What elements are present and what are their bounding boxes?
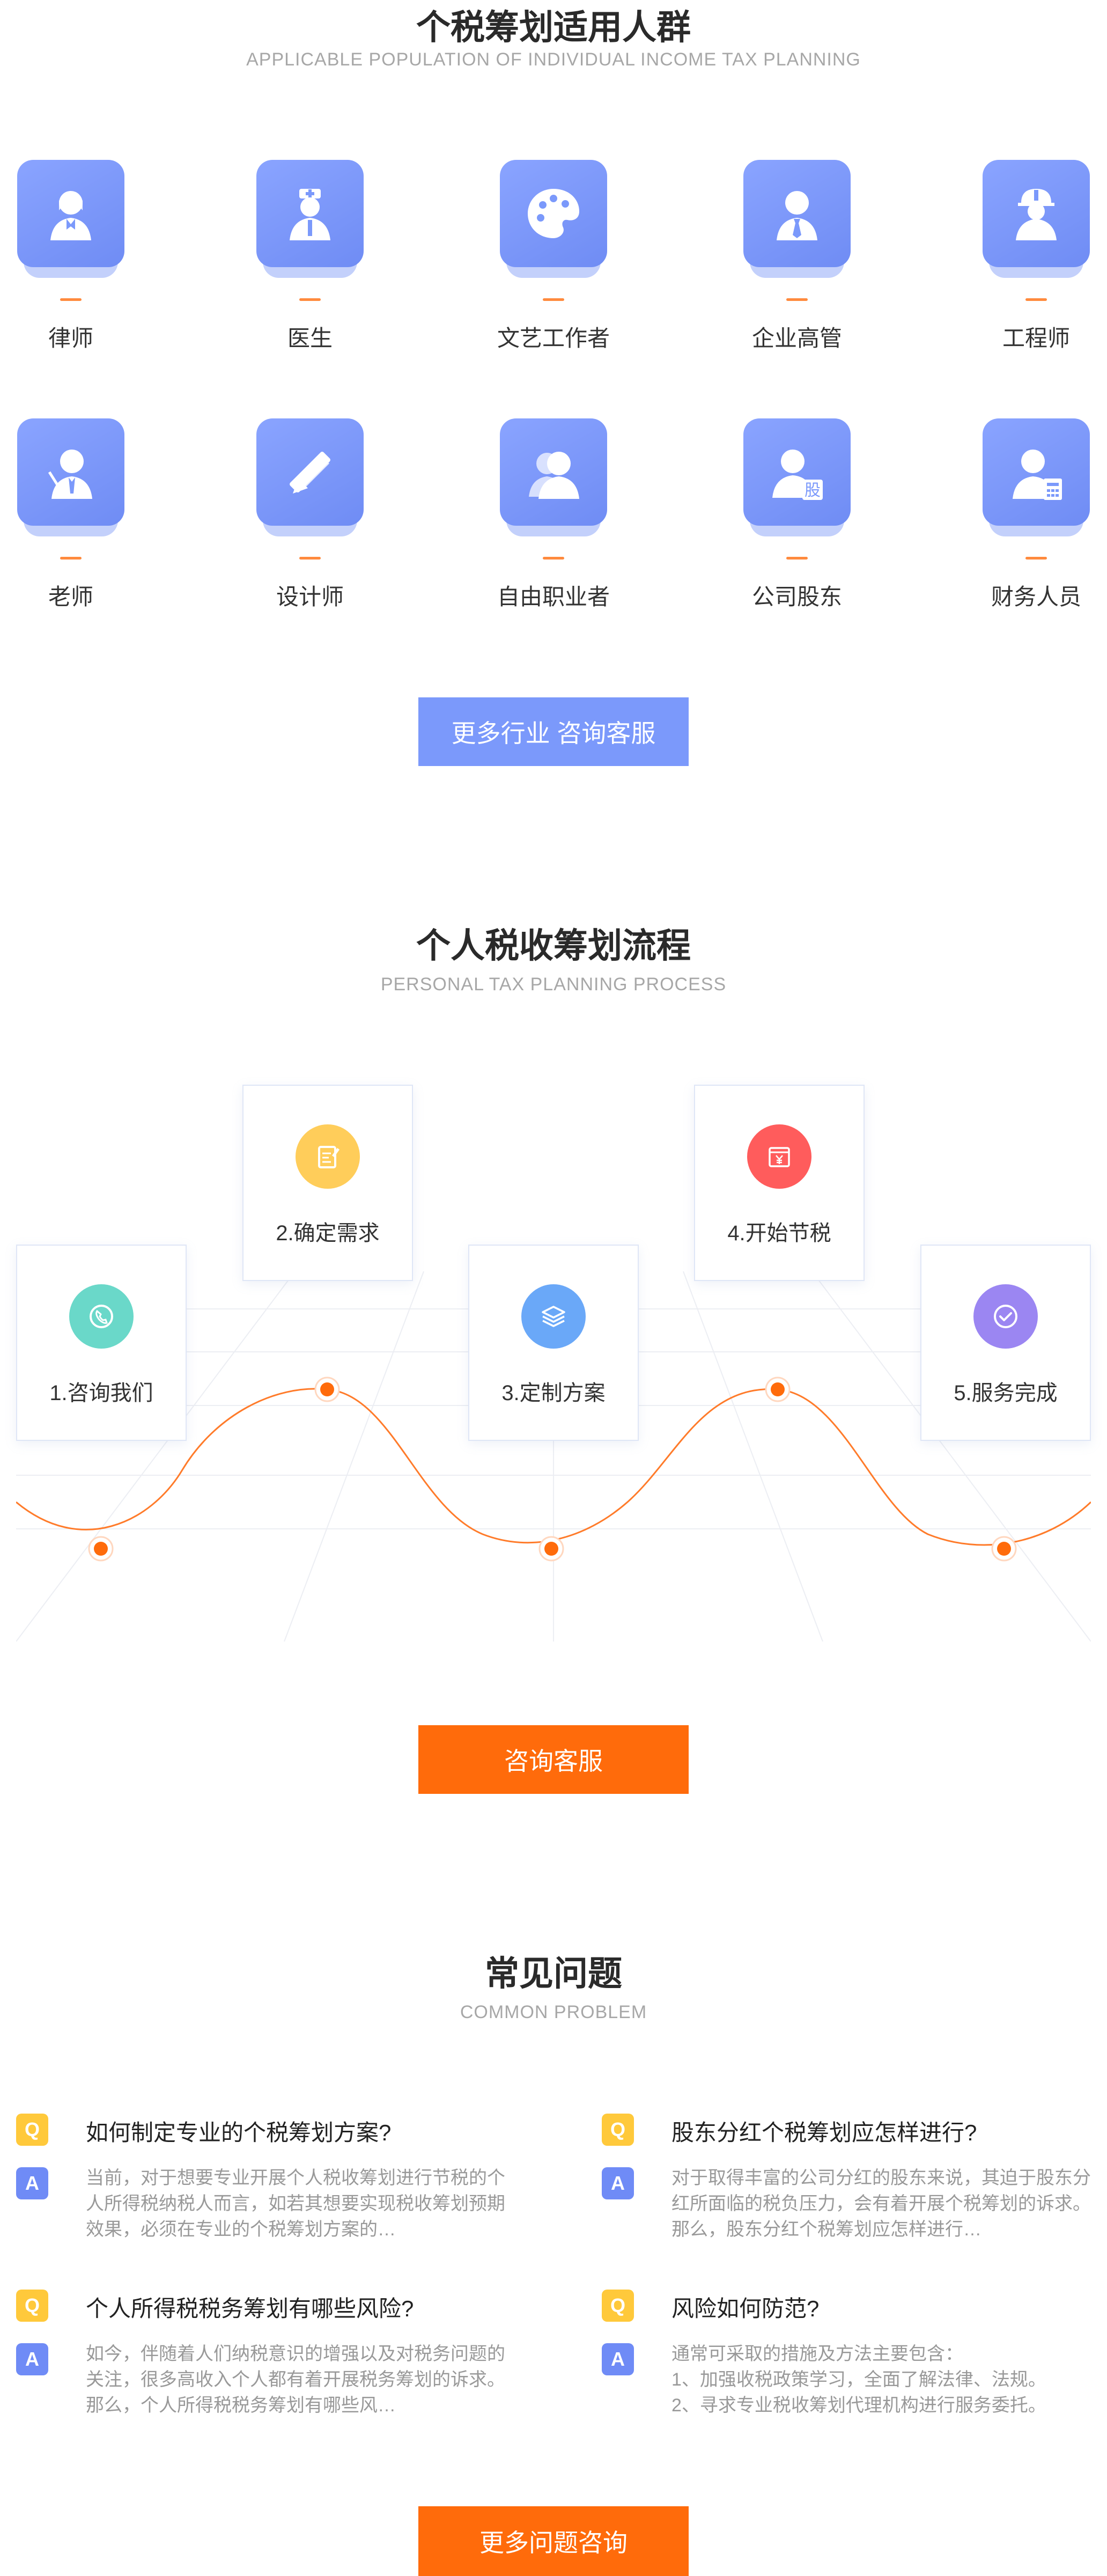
teacher-icon (48, 450, 92, 499)
check-circle-icon (994, 1305, 1017, 1328)
step-card-start-saving: 4.开始节税 (694, 1085, 865, 1281)
wave-node (538, 1536, 564, 1562)
faq-question[interactable]: 如何制定专业的个税筹划方案? (86, 2120, 392, 2145)
wave-node (991, 1536, 1017, 1562)
freelancer-icon (529, 452, 579, 499)
phone-icon (90, 1305, 113, 1328)
group-freelancer: 自由职业者 (473, 418, 634, 612)
more-industries-button[interactable]: 更多行业 咨询客服 (418, 697, 689, 766)
group-label: 律师 (48, 326, 93, 351)
step-card-complete: 5.服务完成 (920, 1245, 1091, 1441)
group-accountant: 财务人员 (956, 418, 1107, 612)
group-label: 工程师 (1002, 326, 1070, 351)
group-artist: 文艺工作者 (473, 160, 634, 353)
group-label: 设计师 (276, 584, 344, 609)
step-card-requirement: 2.确定需求 (242, 1085, 413, 1281)
group-label: 财务人员 (991, 584, 1081, 609)
faq-question[interactable]: 股东分红个税筹划应怎样进行? (671, 2120, 977, 2145)
group-teacher: 老师 (0, 418, 151, 612)
process-section-title: 个人税收筹划流程 (416, 926, 691, 965)
doctor-icon (290, 189, 330, 240)
group-shareholder: 股 公司股东 (717, 418, 877, 612)
group-designer: 设计师 (230, 418, 390, 612)
faq-answer: 当前，对于想要专业开展个人税收筹划进行节税的个人所得税纳税人而言，如若其想要实现… (86, 2168, 505, 2240)
shareholder-badge-text: 股 (805, 481, 821, 500)
group-executive: 企业高管 (717, 160, 877, 353)
group-label: 文艺工作者 (497, 326, 610, 351)
faq-question[interactable]: 个人所得税税务筹划有哪些风险? (86, 2296, 414, 2321)
population-section-title: 个税筹划适用人群 (416, 8, 691, 47)
notepad-icon (318, 1146, 340, 1168)
group-engineer: 工程师 (956, 160, 1107, 353)
step-label: 4.开始节税 (727, 1221, 831, 1245)
group-doctor: 医生 (230, 160, 390, 353)
accountant-icon (1013, 450, 1062, 500)
step-label: 3.定制方案 (501, 1381, 606, 1405)
step-card-consult: 1.咨询我们 (16, 1245, 187, 1441)
shareholder-icon: 股 (772, 450, 823, 500)
question-badge: Q (602, 2114, 634, 2146)
faq-section-title: 常见问题 (485, 1954, 622, 1993)
step-label: 1.咨询我们 (49, 1381, 153, 1405)
question-badge: Q (602, 2290, 634, 2322)
wave-node (88, 1536, 114, 1562)
step-label: 5.服务完成 (954, 1381, 1058, 1405)
faq-answer: 对于取得丰富的公司分红的股东来说，其迫于股东分红所面临的税负压力，会有着开展个税… (671, 2168, 1091, 2240)
process-wave-line (16, 1377, 1091, 1562)
question-badge: Q (16, 2114, 48, 2146)
yen-box-icon (769, 1147, 790, 1167)
executive-icon (777, 191, 817, 240)
consult-service-button[interactable]: 咨询客服 (418, 1725, 689, 1794)
layers-icon (542, 1306, 565, 1327)
answer-badge: A (602, 2343, 634, 2375)
more-questions-button[interactable]: 更多问题咨询 (418, 2506, 689, 2576)
question-badge: Q (16, 2290, 48, 2322)
designer-ruler-icon (290, 452, 330, 494)
answer-badge: A (16, 2167, 48, 2199)
faq-question[interactable]: 风险如何防范? (671, 2296, 820, 2321)
wave-node (314, 1377, 340, 1402)
engineer-helmet-icon (1016, 189, 1057, 240)
group-lawyer: 律师 (0, 160, 151, 353)
group-label: 企业高管 (751, 326, 842, 351)
step-card-custom-plan: 3.定制方案 (468, 1245, 639, 1441)
answer-badge: A (16, 2343, 48, 2375)
lawyer-icon (50, 191, 91, 240)
faq-answer: 如今，伴随着人们纳税意识的增强以及对税务问题的关注，很多高收入个人都有着开展税务… (86, 2344, 505, 2416)
wave-node (765, 1377, 791, 1402)
group-label: 公司股东 (751, 584, 842, 609)
population-section-subtitle: APPLICABLE POPULATION OF INDIVIDUAL INCO… (246, 49, 861, 70)
artist-palette-icon (528, 189, 579, 238)
group-label: 自由职业者 (497, 584, 610, 609)
answer-badge: A (602, 2167, 634, 2199)
step-label: 2.确定需求 (276, 1221, 380, 1245)
faq-section-subtitle: COMMON PROBLEM (460, 2002, 647, 2022)
faq-answer: 通常可采取的措施及方法主要包含： 1、加强收税政策学习，全面了解法律、法规。 2… (671, 2344, 1046, 2416)
process-section-subtitle: PERSONAL TAX PLANNING PROCESS (380, 974, 727, 995)
group-label: 老师 (48, 584, 93, 609)
group-label: 医生 (287, 326, 333, 351)
